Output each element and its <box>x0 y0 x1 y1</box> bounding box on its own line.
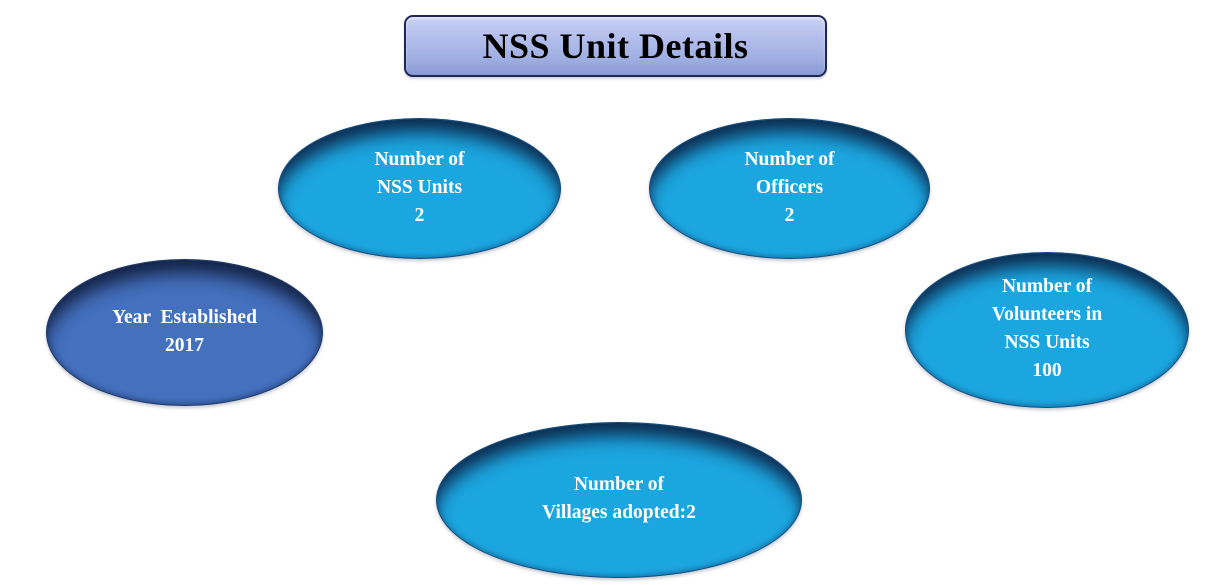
ellipse-volunteers: Number of Volunteers in NSS Units 100 <box>905 252 1189 408</box>
ellipse-nss-units-label: Number of NSS Units 2 <box>374 148 465 226</box>
ellipse-officers: Number of Officers 2 <box>649 118 930 259</box>
ellipse-volunteers-label: Number of Volunteers in NSS Units 100 <box>991 276 1103 381</box>
ellipse-officers-label: Number of Officers 2 <box>744 148 835 226</box>
page-title: NSS Unit Details <box>482 26 749 66</box>
ellipse-villages-adopted: Number of Villages adopted:2 <box>436 422 802 578</box>
ellipse-nss-units: Number of NSS Units 2 <box>278 118 561 259</box>
ellipse-year-established: Year Established 2017 <box>46 259 323 406</box>
title-banner: NSS Unit Details <box>404 15 827 77</box>
ellipse-year-established-label: Year Established 2017 <box>112 306 257 356</box>
ellipse-villages-adopted-label: Number of Villages adopted:2 <box>542 474 696 523</box>
